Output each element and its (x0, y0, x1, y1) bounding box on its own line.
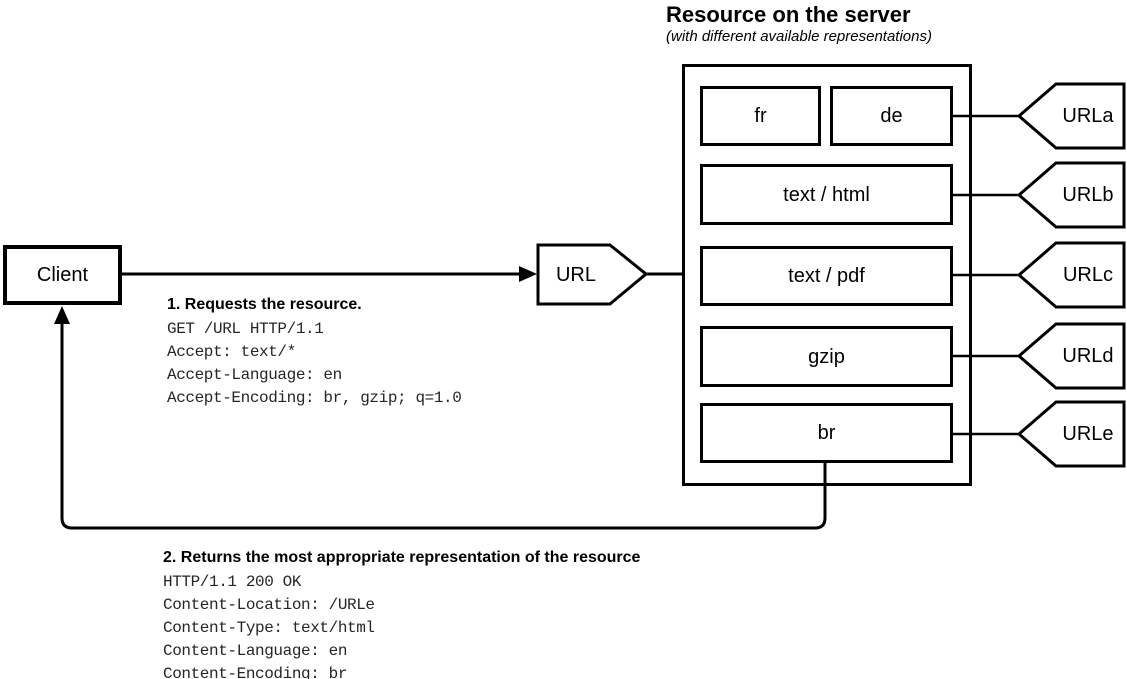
client-node: Client (3, 245, 122, 305)
urld-tag-shape (1016, 322, 1126, 390)
response-annotation: 2. Returns the most appropriate represen… (163, 548, 640, 679)
url-node-shape (536, 243, 649, 306)
representation-label: fr (754, 105, 767, 127)
request-code-line: Accept-Encoding: br, gzip; q=1.0 (167, 389, 462, 407)
representation-box-de: de (830, 86, 953, 146)
representation-box-gzip: gzip (700, 326, 953, 387)
server-subtitle: (with different available representation… (666, 28, 932, 45)
response-return-line (60, 311, 827, 530)
representation-label: text / pdf (788, 265, 865, 287)
representation-box-text-pdf: text / pdf (700, 246, 953, 306)
representation-label: de (880, 105, 903, 127)
urlc-tag-label: URLc (1062, 264, 1113, 286)
request-step-heading: 1. Requests the resource. (167, 296, 362, 313)
representation-label: text / html (783, 183, 870, 206)
urld-tag-label: URLd (1062, 345, 1114, 367)
urlb-tag-shape (1016, 161, 1126, 229)
request-arrowhead-icon (519, 266, 537, 282)
request-annotation: 1. Requests the resource. GET /URL HTTP/… (167, 295, 462, 410)
representation-label: br (817, 422, 836, 444)
urle-tag-shape (1016, 400, 1126, 468)
urla-tag-shape (1016, 82, 1126, 150)
server-title: Resource on the server (666, 2, 911, 27)
representation-box-fr: fr (700, 86, 821, 146)
representation-box-br: br (700, 403, 953, 463)
urle-tag-label: URLe (1062, 423, 1114, 445)
urlb-tag-label: URLb (1062, 184, 1114, 206)
request-code-line: Accept: text/* (167, 343, 296, 361)
urla-tag-label: URLa (1062, 105, 1114, 127)
server-resource-container (682, 64, 972, 486)
client-label: Client (36, 264, 89, 286)
url-node-label: URL (555, 264, 596, 286)
urlc-tag-shape (1016, 241, 1126, 309)
request-code-line: Accept-Language: en (167, 366, 342, 384)
response-code-line: Content-Language: en (163, 642, 348, 660)
representation-box-text-html: text / html (700, 164, 953, 225)
response-step-heading: 2. Returns the most appropriate represen… (163, 549, 641, 566)
response-code-line: HTTP/1.1 200 OK (163, 573, 302, 591)
response-code-line: Content-Type: text/html (163, 619, 375, 637)
representation-label: gzip (808, 345, 845, 368)
request-code-line: GET /URL HTTP/1.1 (167, 320, 324, 338)
response-arrowhead-icon (54, 306, 70, 324)
response-code-line: Content-Encoding: br (163, 665, 348, 679)
response-code-line: Content-Location: /URLe (163, 596, 375, 614)
